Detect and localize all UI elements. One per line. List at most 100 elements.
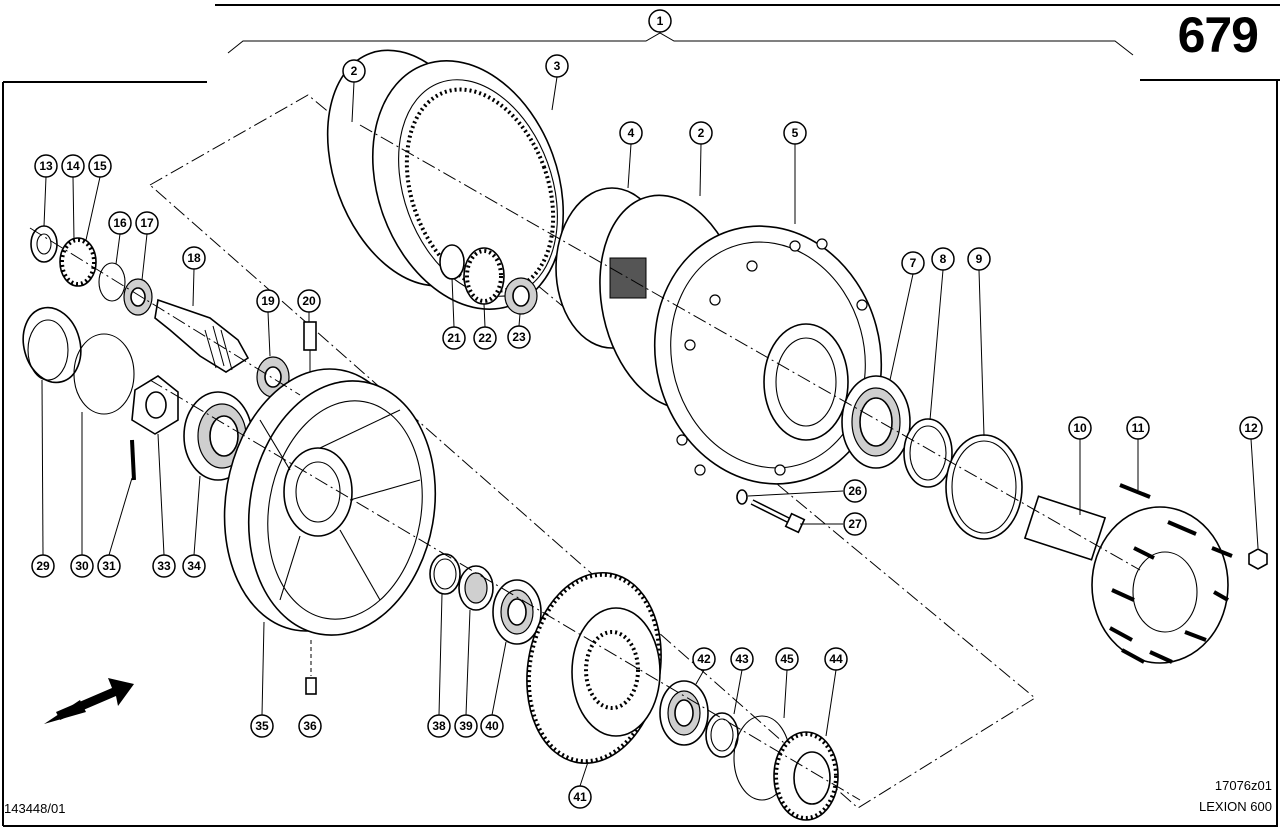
svg-text:21: 21 xyxy=(447,331,461,345)
axis-lines xyxy=(29,124,1141,801)
svg-text:31: 31 xyxy=(102,559,116,573)
svg-text:16: 16 xyxy=(113,216,127,230)
svg-text:22: 22 xyxy=(478,331,492,345)
callout-44: 44 xyxy=(824,647,848,671)
callout-26: 26 xyxy=(843,479,867,503)
callout-18: 18 xyxy=(182,246,206,270)
callout-13: 13 xyxy=(34,154,58,178)
callout-17: 17 xyxy=(135,211,159,235)
callout-14: 14 xyxy=(61,154,85,178)
callout-39: 39 xyxy=(454,714,478,738)
callout-23: 23 xyxy=(507,325,531,349)
model-name: LEXION 600 xyxy=(1199,799,1272,814)
svg-text:19: 19 xyxy=(261,294,275,308)
output-hub xyxy=(1023,483,1268,664)
callout-1: 1 xyxy=(648,9,672,33)
svg-text:17: 17 xyxy=(140,216,154,230)
output-bearings xyxy=(841,375,1023,540)
callout-41: 41 xyxy=(568,785,592,809)
svg-text:23: 23 xyxy=(512,330,526,344)
callout-4: 4 xyxy=(619,121,643,145)
svg-text:20: 20 xyxy=(302,294,316,308)
svg-text:43: 43 xyxy=(735,652,749,666)
drawing-reference: 17076z01 xyxy=(1214,778,1272,793)
page-number: 679 xyxy=(1177,7,1259,63)
svg-text:30: 30 xyxy=(75,559,89,573)
callout-38: 38 xyxy=(427,714,451,738)
svg-text:27: 27 xyxy=(848,517,862,531)
callout-10: 10 xyxy=(1068,416,1092,440)
callout-45: 45 xyxy=(775,647,799,671)
callout-27: 27 xyxy=(843,512,867,536)
sheet-reference: 143448/01 xyxy=(4,801,66,816)
callout-16: 16 xyxy=(108,211,132,235)
svg-text:44: 44 xyxy=(829,652,843,666)
spur-gear-41 xyxy=(526,571,662,765)
callout-2: 2 xyxy=(342,59,366,83)
svg-text:36: 36 xyxy=(303,719,317,733)
svg-text:39: 39 xyxy=(459,719,473,733)
svg-text:10: 10 xyxy=(1073,421,1087,435)
callout-11: 11 xyxy=(1126,416,1150,440)
callout-40: 40 xyxy=(480,714,504,738)
input-shaft-group xyxy=(30,225,250,373)
callout-9: 9 xyxy=(967,247,991,271)
ring-gear-assembly xyxy=(326,49,565,310)
callout-7: 7 xyxy=(901,251,925,275)
svg-text:7: 7 xyxy=(910,256,917,270)
callout-22: 22 xyxy=(473,326,497,350)
svg-text:29: 29 xyxy=(36,559,50,573)
callout-19: 19 xyxy=(256,289,280,313)
exploded-view-boundary xyxy=(149,94,1036,809)
svg-text:9: 9 xyxy=(976,252,983,266)
svg-text:13: 13 xyxy=(39,159,53,173)
callout-3: 3 xyxy=(545,54,569,78)
svg-text:5: 5 xyxy=(792,126,799,140)
leader-lines xyxy=(41,76,1259,787)
callout-35: 35 xyxy=(250,714,274,738)
svg-text:4: 4 xyxy=(628,126,635,140)
callout-36: 36 xyxy=(298,714,322,738)
assembly-bracket xyxy=(227,22,1134,56)
frame xyxy=(2,4,1280,827)
callout-29: 29 xyxy=(31,554,55,578)
cover-bolts xyxy=(736,489,806,534)
callout-5: 5 xyxy=(783,121,807,145)
callout-12: 12 xyxy=(1239,416,1263,440)
svg-text:40: 40 xyxy=(485,719,499,733)
callout-30: 30 xyxy=(70,554,94,578)
svg-text:1: 1 xyxy=(657,14,664,28)
output-gear-group xyxy=(659,680,839,821)
svg-text:12: 12 xyxy=(1244,421,1258,435)
svg-text:41: 41 xyxy=(573,790,587,804)
direction-arrow-icon xyxy=(44,678,134,724)
callout-33: 33 xyxy=(152,554,176,578)
callout-42: 42 xyxy=(692,647,716,671)
svg-text:18: 18 xyxy=(187,251,201,265)
callout-21: 21 xyxy=(442,326,466,350)
housing-cover xyxy=(653,225,883,485)
svg-text:45: 45 xyxy=(780,652,794,666)
callout-20: 20 xyxy=(297,289,321,313)
svg-text:26: 26 xyxy=(848,484,862,498)
svg-text:8: 8 xyxy=(940,252,947,266)
svg-text:35: 35 xyxy=(255,719,269,733)
callout-8: 8 xyxy=(931,247,955,271)
svg-text:38: 38 xyxy=(432,719,446,733)
main-housing xyxy=(223,368,437,695)
svg-text:33: 33 xyxy=(157,559,171,573)
callout-34: 34 xyxy=(182,554,206,578)
svg-text:34: 34 xyxy=(187,559,201,573)
svg-text:2: 2 xyxy=(698,126,705,140)
callout-15: 15 xyxy=(88,154,112,178)
svg-text:2: 2 xyxy=(351,64,358,78)
callout-43: 43 xyxy=(730,647,754,671)
svg-text:3: 3 xyxy=(554,59,561,73)
callout-2b: 2 xyxy=(689,121,713,145)
svg-text:42: 42 xyxy=(697,652,711,666)
svg-text:14: 14 xyxy=(66,159,80,173)
left-cover-parts xyxy=(22,306,253,481)
center-bearings xyxy=(429,553,542,645)
callout-31: 31 xyxy=(97,554,121,578)
